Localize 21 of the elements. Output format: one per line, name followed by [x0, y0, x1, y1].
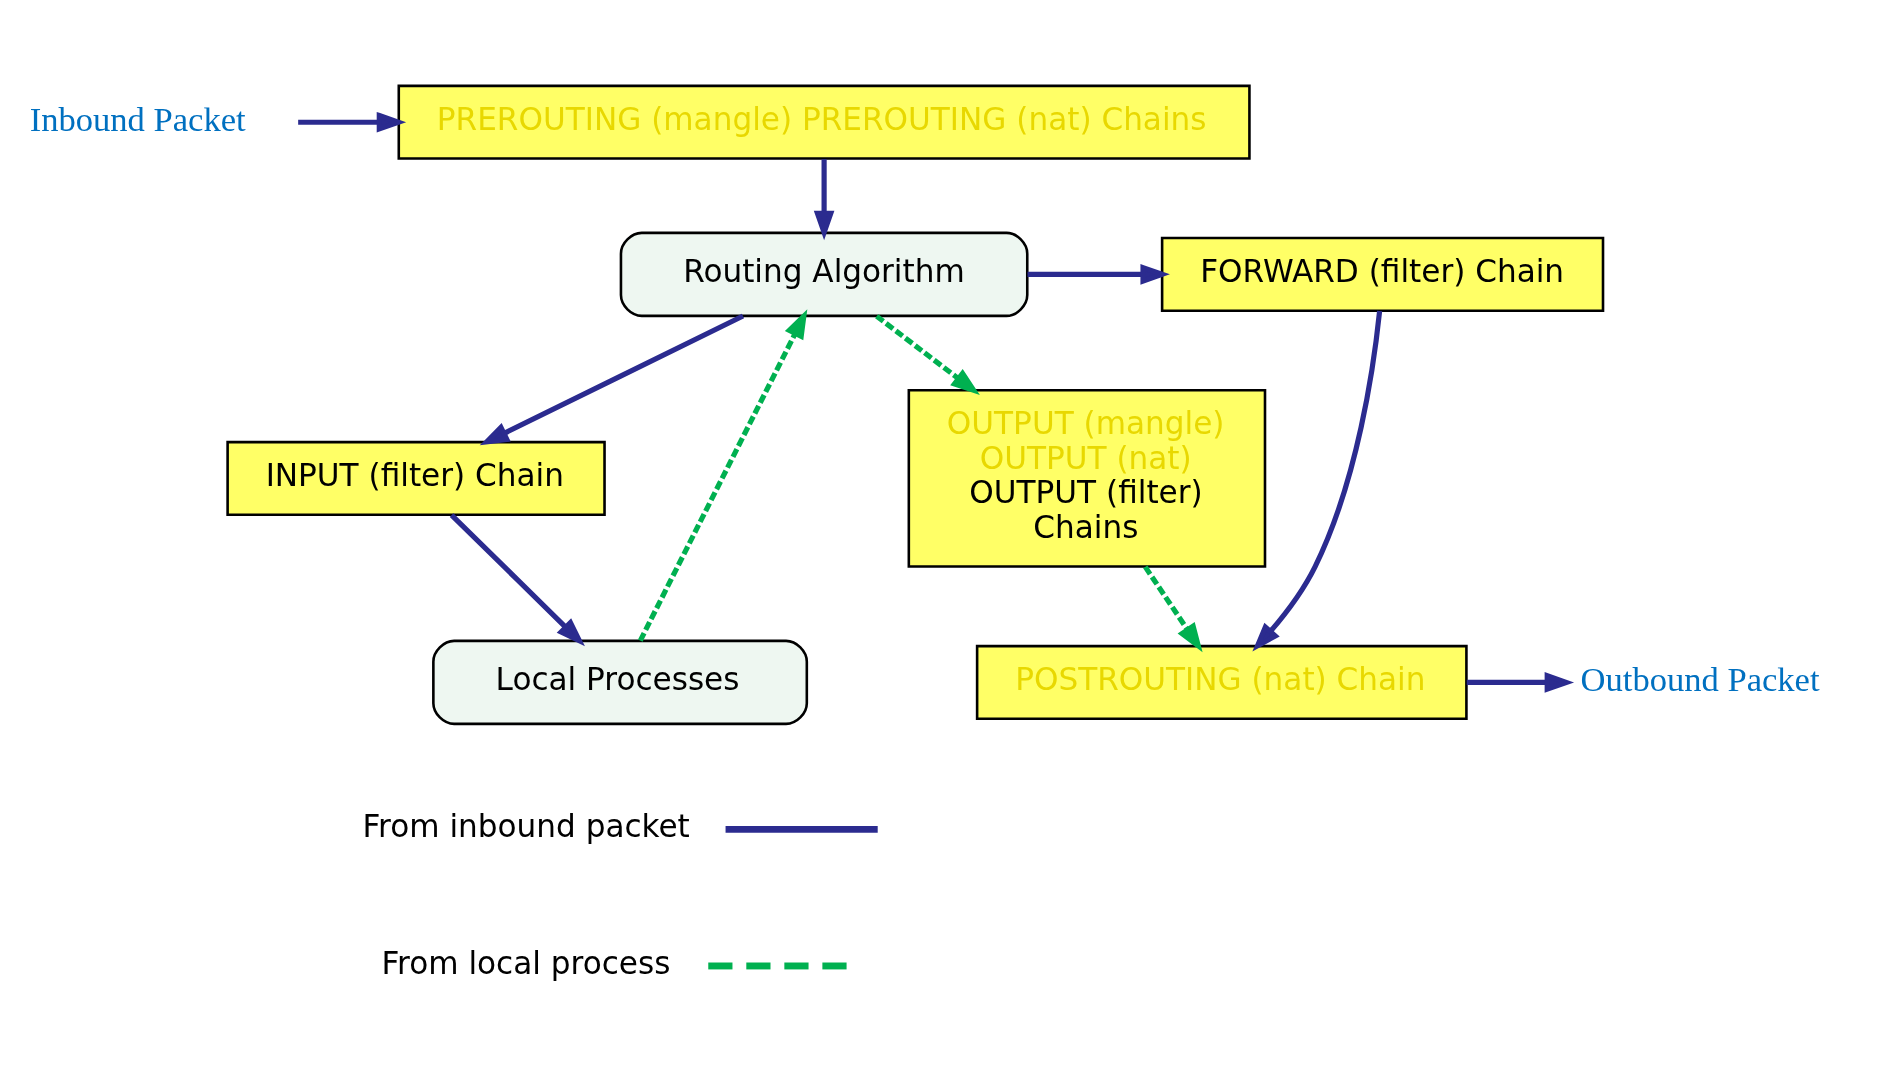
arrow	[1143, 564, 1203, 652]
node-box: PREROUTING (mangle) PREROUTING (nat) Chains	[397, 84, 1251, 160]
arrow	[449, 512, 585, 646]
node-text: Outbound Packet	[1580, 659, 1820, 698]
arrow	[813, 158, 835, 240]
node-box: Routing Algorithm	[619, 231, 1029, 317]
arrow	[638, 308, 808, 642]
arrow	[1252, 310, 1383, 651]
arrow	[875, 313, 980, 395]
node-box: Local Processes	[432, 639, 809, 725]
node-text: Inbound Packet	[29, 99, 246, 138]
node-box: OUTPUT (mangle) OUTPUT (nat) OUTPUT (filter) Chains	[907, 388, 1267, 568]
node-box: INPUT (filter) Chain	[226, 440, 606, 516]
arrow	[1466, 671, 1575, 693]
legend-label: From inbound packet	[362, 807, 690, 844]
arrow	[298, 111, 407, 133]
arrow	[479, 313, 745, 445]
arrow	[1027, 263, 1170, 285]
node-box: POSTROUTING (nat) Chain	[975, 644, 1468, 720]
node-box: FORWARD (filter) Chain	[1160, 236, 1605, 312]
legend-label: From local process	[381, 944, 671, 981]
